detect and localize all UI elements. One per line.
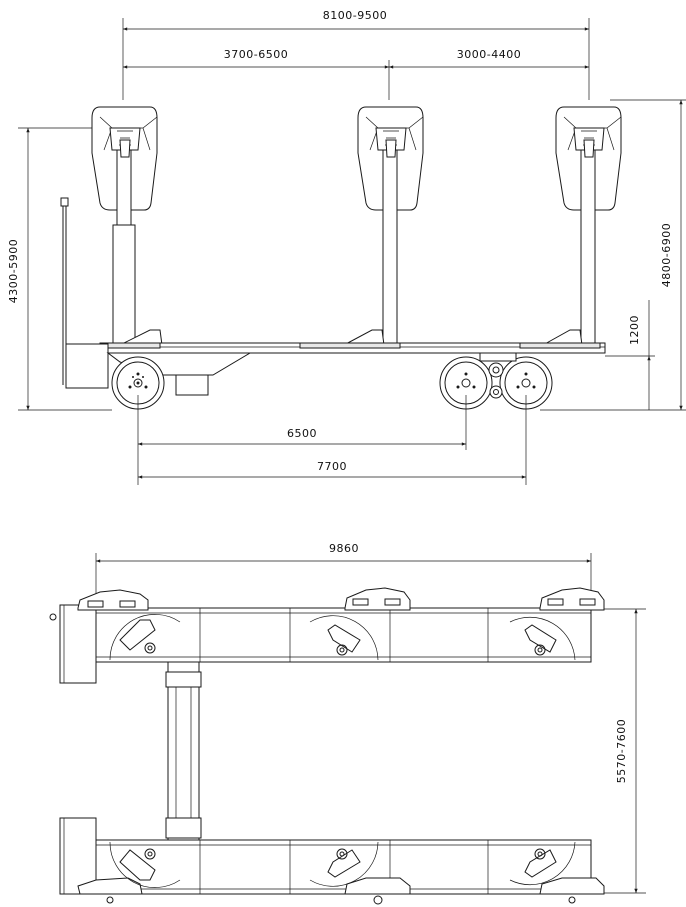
wheel-front <box>111 356 165 410</box>
end-box-top <box>59 604 97 684</box>
label-right-span: 3000-4400 <box>457 48 521 61</box>
post-middle <box>357 106 424 346</box>
label-left-span: 3700-6500 <box>224 48 288 61</box>
wheel-rear-2 <box>499 356 553 410</box>
label-axle-2: 7700 <box>317 460 347 473</box>
dimension-overall-length: 9860 <box>95 542 592 600</box>
top-post-3 <box>509 587 605 661</box>
dimension-left-span: 3700-6500 <box>123 48 390 100</box>
end-box-bottom <box>59 817 97 895</box>
dimension-right-span: 3000-4400 <box>389 48 590 69</box>
dimension-axle-2: 7700 <box>138 395 527 485</box>
side-view: 8100-9500 3700-6500 3000-4400 4300-5900 … <box>7 9 686 485</box>
dimension-overall-width-top: 5570-7600 <box>590 608 646 894</box>
dimension-left-height: 4300-5900 <box>7 127 112 411</box>
dimension-axle-1: 6500 <box>137 395 467 485</box>
top-post-1 <box>77 589 181 661</box>
label-overall-length: 9860 <box>329 542 359 555</box>
platform-deck <box>99 342 606 354</box>
bottom-post-2 <box>309 841 411 905</box>
label-platform-height: 1200 <box>628 315 641 345</box>
wheel-rear-1 <box>439 356 493 410</box>
pulley <box>479 352 517 399</box>
post-left <box>91 106 158 346</box>
dimension-platform-height: 1200 <box>605 300 655 410</box>
top-post-2 <box>309 587 411 661</box>
battery-box <box>175 374 209 396</box>
label-overall-width: 8100-9500 <box>323 9 387 22</box>
label-axle-1: 6500 <box>287 427 317 440</box>
bottom-post-3 <box>509 841 605 904</box>
label-right-height: 4800-6900 <box>660 223 673 287</box>
bottom-post-1 <box>77 841 181 904</box>
label-left-height: 4300-5900 <box>7 239 20 303</box>
cross-beam <box>165 661 202 841</box>
dimension-overall-width: 8100-9500 <box>122 9 590 100</box>
post-right <box>555 106 622 346</box>
dimension-right-height: 4800-6900 <box>540 99 686 411</box>
label-overall-width-top: 5570-7600 <box>615 719 628 783</box>
control-box <box>65 343 109 389</box>
top-view: 9860 5570-7600 <box>49 542 646 905</box>
